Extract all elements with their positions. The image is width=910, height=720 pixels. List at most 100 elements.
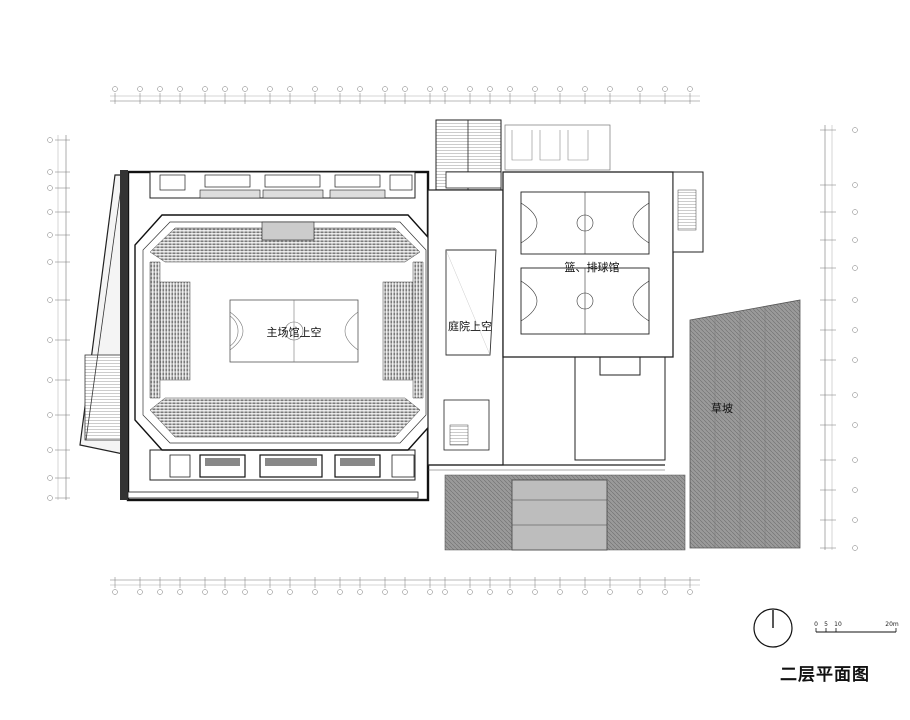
axis-bubble (532, 86, 538, 92)
scale-tick-5: 5 (824, 621, 828, 628)
axis-bubble (852, 182, 858, 188)
axis-bubble (47, 232, 53, 238)
axis-bubble (382, 589, 388, 595)
axis-bubble (852, 357, 858, 363)
axis-bubble (157, 589, 163, 595)
axis-bubble (852, 327, 858, 333)
axis-bubble (337, 589, 343, 595)
axis-bubble (852, 297, 858, 303)
axis-bubble (582, 589, 588, 595)
axis-bubble (47, 337, 53, 343)
axis-bubble (687, 86, 693, 92)
axis-bubble (112, 86, 118, 92)
drawing-title: 二层平面图 (780, 665, 870, 685)
axis-bubble (852, 237, 858, 243)
axis-bubble (852, 392, 858, 398)
axis-bubble (442, 86, 448, 92)
scale-tick-10: 10 (834, 621, 842, 628)
dimension-top-ticks (112, 86, 693, 104)
axis-bubble (287, 86, 293, 92)
axis-bubble (402, 589, 408, 595)
main-hall-label: 主场馆上空 (267, 325, 322, 339)
axis-bubble (47, 169, 53, 175)
axis-bubble (47, 209, 53, 215)
axis-bubble (312, 589, 318, 595)
axis-bubble (532, 589, 538, 595)
axis-bubble (467, 589, 473, 595)
axis-bubble (382, 86, 388, 92)
axis-bubble (852, 487, 858, 493)
axis-bubble (852, 545, 858, 551)
main-building: 主场馆上空 (79, 170, 436, 502)
dimension-bottom-ticks (112, 577, 693, 595)
scale-bar: 0 5 10 20m (814, 621, 899, 633)
ball-hall: 篮、排球馆 (502, 124, 704, 358)
axis-bubble (137, 86, 143, 92)
axis-bubble (222, 86, 228, 92)
axis-bubble (637, 86, 643, 92)
ball-hall-label: 篮、排球馆 (565, 260, 620, 274)
west-stair (84, 354, 124, 441)
axis-bubble (357, 86, 363, 92)
axis-bubble (242, 589, 248, 595)
axis-bubble (222, 589, 228, 595)
lawn-label: 草坡 (711, 402, 733, 415)
courtyard-label: 庭院上空 (448, 319, 492, 333)
courtyard-zone: 庭院上空 (427, 119, 504, 466)
axis-bubble (487, 589, 493, 595)
axis-bubble (557, 589, 563, 595)
axis-bubble (507, 86, 513, 92)
axis-bubble (137, 589, 143, 595)
axis-bubble (47, 297, 53, 303)
axis-bubble (242, 86, 248, 92)
lower-right-block (428, 356, 666, 471)
axis-bubble (47, 475, 53, 481)
axis-bubble (427, 589, 433, 595)
axis-bubble (47, 185, 53, 191)
lawn-slope: 草坡 (689, 299, 801, 549)
axis-bubble (852, 209, 858, 215)
axis-bubble (852, 422, 858, 428)
axis-bubble (112, 589, 118, 595)
axis-bubble (852, 517, 858, 523)
axis-bubble (557, 86, 563, 92)
axis-bubble (607, 86, 613, 92)
axis-bubble (202, 86, 208, 92)
axis-bubble (47, 259, 53, 265)
axis-bubble (507, 589, 513, 595)
axis-bubble (852, 265, 858, 271)
dimension-right (824, 125, 833, 550)
axis-bubble (47, 137, 53, 143)
scale-tick-20m: 20m (885, 621, 899, 628)
axis-bubble (662, 86, 668, 92)
axis-bubble (607, 589, 613, 595)
axis-bubble (467, 86, 473, 92)
axis-bubble (337, 86, 343, 92)
axis-bubble (47, 412, 53, 418)
axis-bubble (47, 377, 53, 383)
axis-bubble (267, 86, 273, 92)
axis-bubble (157, 86, 163, 92)
axis-bubble (287, 589, 293, 595)
scale-tick-0: 0 (814, 621, 818, 628)
axis-bubble (357, 589, 363, 595)
axis-bubble (47, 447, 53, 453)
axis-bubble (402, 86, 408, 92)
axis-bubble (662, 589, 668, 595)
axis-bubble (442, 589, 448, 595)
dimension-right-ticks (820, 127, 858, 551)
axis-bubble (687, 589, 693, 595)
axis-bubble (267, 589, 273, 595)
axis-bubble (202, 589, 208, 595)
axis-bubble (852, 127, 858, 133)
axis-bubble (582, 86, 588, 92)
north-arrow (753, 608, 793, 648)
axis-bubble (177, 589, 183, 595)
axis-bubble (427, 86, 433, 92)
plaza-hatch (444, 474, 686, 551)
axis-bubble (637, 589, 643, 595)
dimension-left-ticks (47, 137, 70, 501)
axis-bubble (312, 86, 318, 92)
axis-bubble (177, 86, 183, 92)
